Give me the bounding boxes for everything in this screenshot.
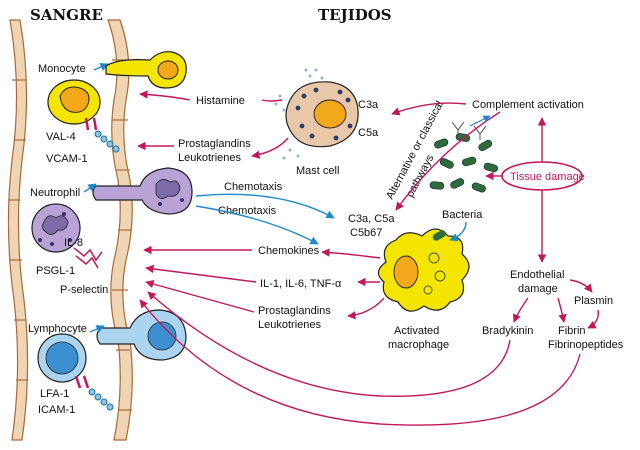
psgl1-pselectin-receptor (73, 247, 103, 269)
neutrophil-label: Neutrophil (30, 187, 80, 199)
chemokines-label: Chemokines (258, 245, 320, 257)
complement-to-mast-arrow (391, 102, 467, 116)
plasmin-to-fibrin-arrow (587, 309, 599, 329)
c5b67-label: C5b67 (350, 227, 382, 239)
monocyte-cell (47, 79, 101, 125)
lymphocyte-migrated (96, 309, 187, 361)
histamine-link (261, 99, 283, 102)
neutrophil-cell (31, 203, 81, 253)
monocyte-migration-arrow (93, 63, 109, 71)
psgl1-label: PSGL-1 (36, 265, 75, 277)
endothelial-to-plasmin-arrow (569, 279, 593, 293)
pselectin-label: P-selectin (60, 284, 108, 296)
il8-label: IL-8 (64, 237, 83, 249)
bacteria-to-complement-arrow (469, 115, 491, 127)
lymphocyte-migration-arrow (89, 325, 105, 333)
mast-cell (274, 68, 359, 160)
fibrinopeptides-label: Fibrinopeptides (548, 339, 624, 351)
vessel-wall-right (107, 19, 133, 441)
c3a-c5a-label: C3a, C5a (348, 213, 395, 225)
chemotaxis-label-2: Chemotaxis (218, 205, 277, 217)
cytokines-arrow (145, 264, 257, 283)
histamine-arrow (139, 90, 191, 101)
macrophage-label-line1: Activated (394, 325, 439, 337)
lfa1-label: LFA-1 (40, 388, 69, 400)
histamine-label: Histamine (196, 95, 245, 107)
endothelial-to-bradykinin-arrow (512, 297, 529, 323)
monocyte-migrated (105, 51, 187, 89)
chemotaxis-label-1: Chemotaxis (224, 181, 283, 193)
macrophage-to-chemokines-arrow (321, 248, 381, 259)
header-tissue: TEJIDOS (318, 6, 392, 24)
macrophage-to-prostaglandins-arrow (347, 297, 385, 320)
fibrinopeptides-return-arrow (139, 299, 581, 426)
vessel-wall-left (7, 19, 29, 441)
tissue-damage-label: Tissue damage (510, 171, 585, 183)
c5a-mast-label: C5a (358, 127, 379, 139)
bacteria-label: Bacteria (442, 209, 483, 221)
icam1-label: ICAM-1 (38, 404, 75, 416)
prostaglandins-macro-label: Prostaglandins (258, 305, 331, 317)
endothelial-to-fibrin-arrow (557, 297, 567, 323)
vcam1-label: VCAM-1 (46, 153, 88, 165)
endothelial-label-line1: Endothelial (510, 269, 564, 281)
fibrin-label: Fibrin (558, 325, 586, 337)
bradykinin-label: Bradykinin (482, 325, 533, 337)
lymphocyte-label: Lymphocyte (28, 323, 87, 335)
bacteria-cluster (429, 133, 499, 193)
lymphocyte-cell (37, 333, 87, 383)
leukotrienes-mast-label: Leukotrienes (178, 152, 241, 164)
lfa1-icam1-receptor (74, 375, 114, 411)
plasmin-label: Plasmin (574, 295, 613, 307)
val4-label: VAL-4 (46, 131, 76, 143)
bacteria-to-macrophage-arrow (449, 221, 467, 242)
c3a-mast-label: C3a (358, 99, 379, 111)
prostaglandins-mast-label: Prostaglandins (178, 138, 251, 150)
val4-vcam1-receptor (84, 117, 120, 153)
chemotaxis-arrow-1 (195, 193, 335, 219)
mast-cell-label: Mast cell (296, 165, 339, 177)
cytokines-label: IL-1, IL-6, TNF-α (260, 278, 342, 290)
chemotaxis-arrow-2 (195, 205, 319, 245)
mast-to-prostaglandins-arrow (251, 137, 289, 159)
endothelial-label-line2: damage (518, 283, 558, 295)
complement-label: Complement activation (472, 99, 584, 111)
activated-macrophage (377, 228, 470, 312)
monocyte-label: Monocyte (38, 63, 86, 75)
leukotrienes-macro-label: Leukotrienes (258, 319, 321, 331)
prostaglandins-macro-arrow (145, 279, 255, 313)
macrophage-label-line2: macrophage (388, 339, 449, 351)
neutrophil-migration-arrow (83, 183, 97, 193)
neutrophil-migrated (92, 167, 193, 215)
bradykinin-return-arrow (147, 291, 511, 397)
header-blood: SANGRE (30, 6, 103, 24)
